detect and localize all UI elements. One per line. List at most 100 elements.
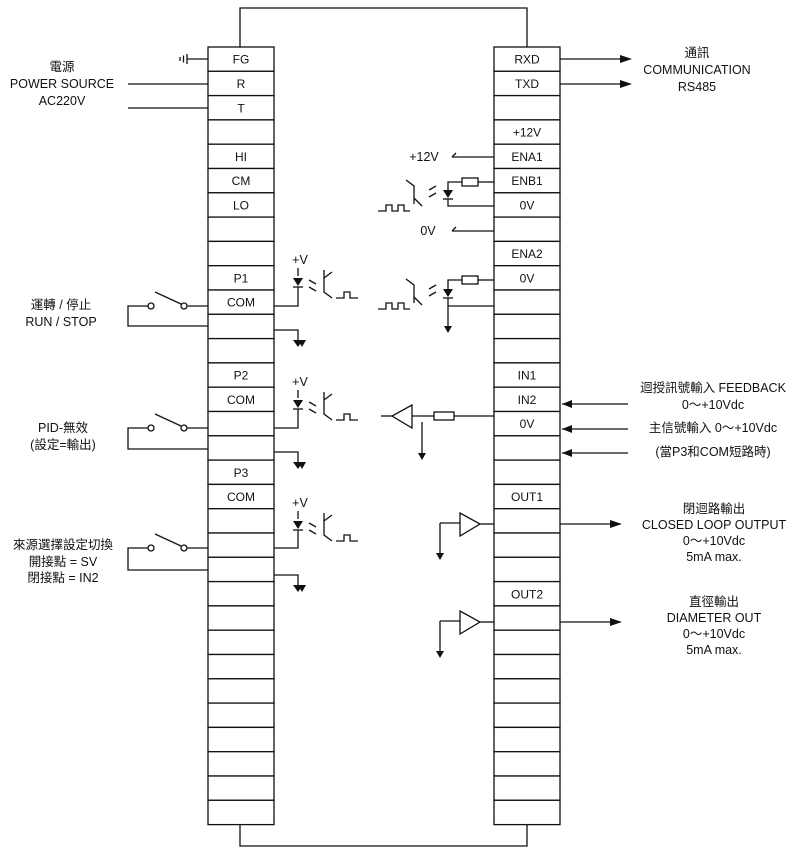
right-terminal-label: IN2 [518, 393, 537, 407]
left-terminal-cell [207, 459, 275, 486]
left-terminal-label: LO [233, 199, 249, 213]
left-terminal-cell [207, 386, 275, 413]
right-terminal-cell [493, 726, 561, 753]
input-optocoupler: +V [274, 496, 358, 592]
left-terminal-cell [207, 435, 275, 461]
right-terminal-label: +12V [513, 126, 541, 140]
svg-text:運轉 / 停止: 運轉 / 停止 [31, 297, 91, 312]
left-terminal-cell [207, 143, 275, 170]
svg-text:0～+10Vdc: 0～+10Vdc [683, 627, 745, 641]
right-terminal-label: ENA1 [511, 150, 543, 164]
svg-text:直徑輸出: 直徑輸出 [689, 594, 739, 609]
pid-switch [127, 413, 208, 450]
right-terminal-cell [493, 605, 561, 631]
right-terminal-cell [493, 532, 561, 558]
svg-text:來源選擇設定切換: 來源選擇設定切換 [13, 537, 114, 552]
right-terminal-cell [493, 702, 561, 729]
encoder-ab-optocoupler [378, 177, 494, 212]
plus-v-label: +V [292, 375, 308, 389]
zero-v-supply-1: 0V [420, 224, 494, 238]
svg-text:通訊: 通訊 [684, 45, 710, 60]
left-terminal-cell [207, 678, 275, 704]
right-terminal-cell [493, 337, 561, 364]
left-terminal-cell [207, 751, 275, 777]
svg-text:閉迴路輸出: 閉迴路輸出 [683, 501, 746, 516]
main-signal-note: (當P3和COM短路時) [655, 444, 770, 459]
main-signal-label: 主信號輸入 0～+10Vdc [649, 420, 777, 435]
left-terminal-label: COM [227, 296, 255, 310]
right-terminal-label: 0V [520, 417, 535, 431]
right-terminal-label: TXD [515, 77, 539, 91]
left-terminal-cell [207, 508, 275, 534]
svg-text:閉接點 = IN2: 閉接點 = IN2 [27, 570, 98, 585]
right-terminal-cell [493, 216, 561, 243]
svg-text:開接點 = SV: 開接點 = SV [29, 554, 98, 569]
right-terminal-cell [493, 70, 561, 97]
plus12v-supply: +12V [409, 150, 494, 164]
right-terminal-label: IN1 [518, 369, 537, 383]
run-stop-switch [127, 291, 208, 327]
run-stop-label: 運轉 / 停止 RUN / STOP [25, 297, 96, 329]
right-terminal-cell [493, 483, 561, 510]
svg-text:0V: 0V [420, 224, 436, 238]
right-terminal-cell [493, 799, 561, 826]
left-terminal-cell [207, 580, 275, 607]
power-label-zh: 電源 [49, 60, 75, 74]
power-label: 電源 POWER SOURCE AC220V [10, 60, 114, 108]
right-terminal-cell [493, 435, 561, 461]
svg-text:迴授訊號輸入 FEEDBACK: 迴授訊號輸入 FEEDBACK [640, 380, 787, 395]
right-terminal-cell [493, 94, 561, 121]
right-terminal-cell [493, 508, 561, 534]
svg-text:PID-無效: PID-無效 [38, 420, 89, 435]
left-terminal-cell [207, 799, 275, 826]
left-terminal-cell [207, 289, 275, 315]
right-terminal-label: 0V [520, 199, 535, 213]
svg-text:0～+10Vdc: 0～+10Vdc [683, 534, 745, 548]
left-terminal-label: COM [227, 490, 255, 504]
right-terminal-label: ENB1 [511, 174, 543, 188]
right-terminal-cell [493, 192, 561, 218]
left-terminal-cell [207, 605, 275, 631]
power-label-en: POWER SOURCE [10, 77, 114, 91]
right-terminal-cell [493, 386, 561, 413]
left-terminal-cell [207, 775, 275, 801]
left-terminal-cell [207, 726, 275, 753]
right-terminal-label: ENA2 [511, 247, 543, 261]
svg-text:CLOSED LOOP OUTPUT: CLOSED LOOP OUTPUT [642, 518, 787, 532]
right-terminal-label: 0V [520, 271, 535, 285]
right-terminal-cell [493, 265, 561, 291]
right-terminal-label: OUT2 [511, 587, 543, 601]
plus-v-label: +V [292, 496, 308, 510]
right-terminal-cell [493, 556, 561, 583]
right-terminal-cell [493, 167, 561, 194]
out1-label: 閉迴路輸出 CLOSED LOOP OUTPUT 0～+10Vdc 5mA ma… [642, 501, 787, 564]
plus-v-label: +V [292, 253, 308, 267]
encoder-a2-optocoupler [378, 275, 494, 333]
left-terminal-label: R [237, 77, 246, 91]
left-terminal-label: P2 [234, 369, 249, 383]
left-terminal-cell [207, 629, 275, 656]
left-terminal-label: COM [227, 393, 255, 407]
right-terminal-cell [493, 775, 561, 801]
left-terminal-cell [207, 192, 275, 218]
input-optocoupler: +V [274, 375, 358, 469]
right-terminal-label: OUT1 [511, 490, 543, 504]
left-terminal-cell [207, 410, 275, 437]
left-terminal-label: P1 [234, 271, 249, 285]
left-terminal-cell [207, 337, 275, 364]
analog-input-arrows [562, 400, 628, 457]
frame-top [239, 7, 528, 47]
svg-text:RS485: RS485 [678, 80, 716, 94]
right-terminal-cell [493, 678, 561, 704]
right-terminal-cell [493, 289, 561, 315]
left-terminal-cell [207, 313, 275, 340]
right-terminal-label: RXD [514, 53, 540, 67]
right-terminal-cell [493, 313, 561, 340]
source-select-switch [127, 533, 208, 571]
fg-ground-icon [179, 54, 208, 64]
left-terminal-cell [207, 119, 275, 145]
left-terminal-label: FG [233, 53, 250, 67]
source-select-label: 來源選擇設定切換 開接點 = SV 閉接點 = IN2 [13, 537, 114, 585]
